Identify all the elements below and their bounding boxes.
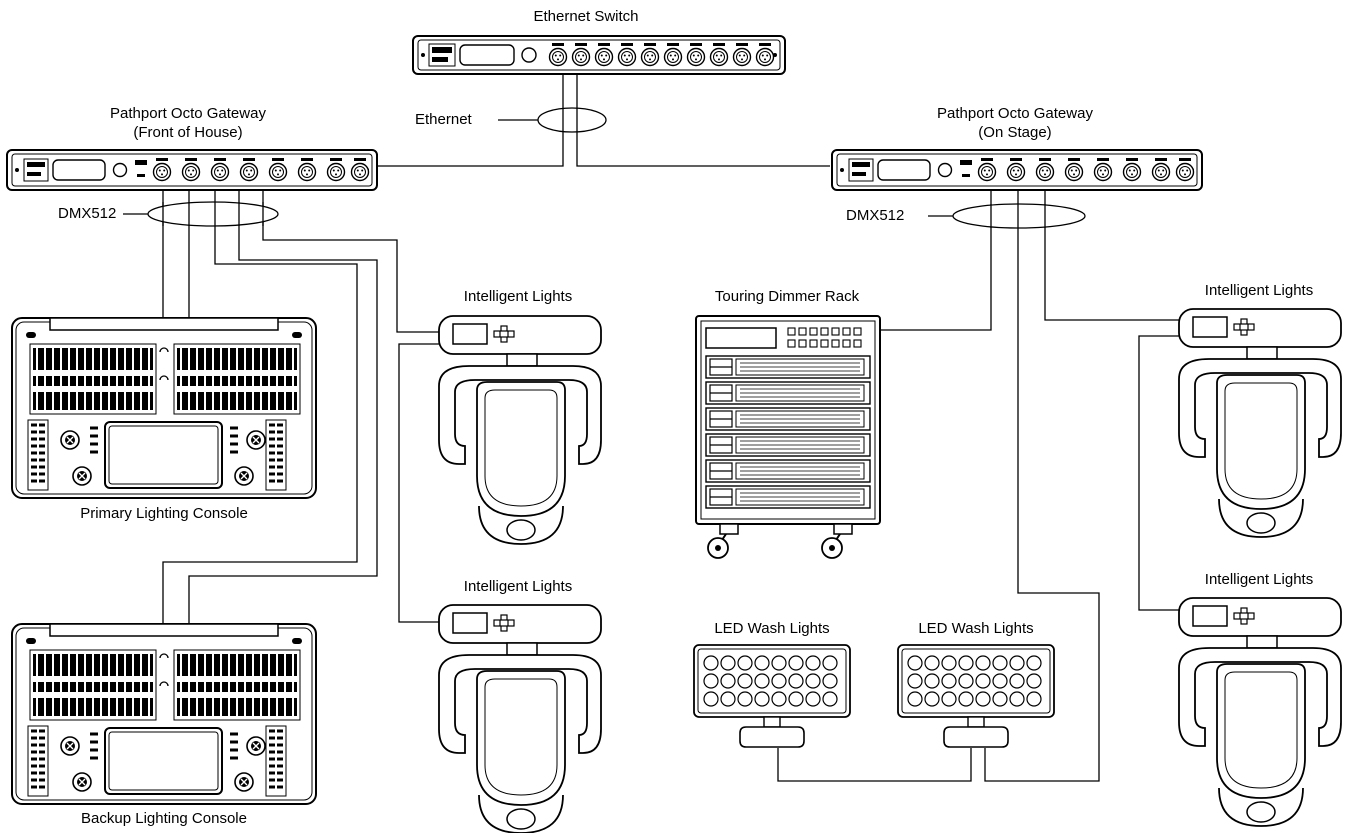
dmx-cable-backup-console [162, 184, 358, 624]
dmx-cable-intelligent-3 [1044, 184, 1179, 321]
dmx-cable-intelligent-2 [398, 343, 439, 623]
led-wash-label-1: LED Wash Lights [714, 620, 830, 637]
intelligent-lights-label-2: Intelligent Lights [463, 578, 573, 595]
gateway-foh-label: Pathport Octo Gateway (Front of House) [110, 104, 266, 142]
dmx-cable-intelligent-4 [1138, 335, 1179, 611]
cable-lines [123, 74, 1179, 782]
ethernet-cable-foh [374, 74, 564, 167]
ethernet-cable-label: Ethernet [415, 111, 472, 128]
backup-console-label: Backup Lighting Console [81, 810, 247, 827]
gateway-stage-label: Pathport Octo Gateway (On Stage) [937, 104, 1093, 142]
primary-console-label: Primary Lighting Console [80, 505, 248, 522]
ethernet-cable-stage [576, 74, 830, 167]
dimmer-rack-label: Touring Dimmer Rack [714, 288, 860, 305]
dmx-cable-led-wash [984, 184, 1100, 782]
gateway-stage-label-line2: (On Stage) [978, 124, 1052, 141]
dmx-cable-dimmer-rack [880, 184, 992, 331]
ethernet-switch-label: Ethernet Switch [533, 8, 639, 25]
dmx-foh-cable-label: DMX512 [58, 205, 117, 222]
dmx-cable-backup-console-b [188, 184, 378, 624]
intelligent-lights-label-1: Intelligent Lights [463, 288, 573, 305]
gateway-stage-label-line1: Pathport Octo Gateway [937, 105, 1093, 122]
intelligent-lights-label-3: Intelligent Lights [1204, 282, 1314, 299]
intelligent-lights-label-4: Intelligent Lights [1204, 571, 1314, 588]
dmx-cable-led-chain [777, 748, 972, 782]
gateway-foh-label-line2: (Front of House) [133, 124, 243, 141]
dimmer-rack-device [695, 315, 881, 559]
gateway-foh-label-line1: Pathport Octo Gateway [110, 105, 266, 122]
led-wash-label-2: LED Wash Lights [918, 620, 1034, 637]
dmx-stage-cable-label: DMX512 [846, 207, 905, 224]
